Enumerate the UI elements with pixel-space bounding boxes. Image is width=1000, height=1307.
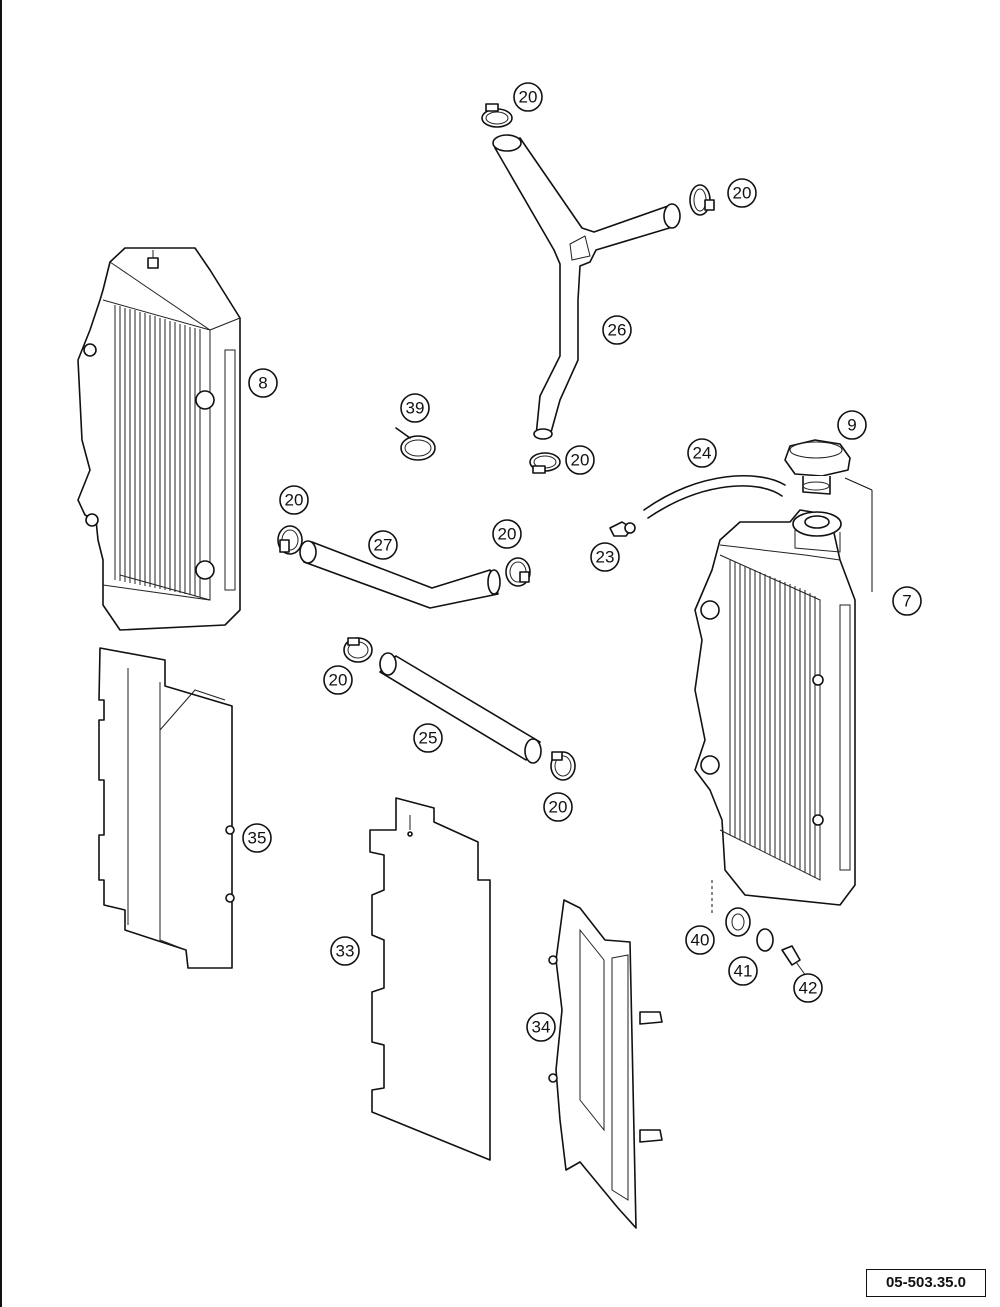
svg-text:42: 42 <box>799 979 818 998</box>
cable-tie <box>395 427 436 461</box>
callout-33: 33 <box>330 936 360 966</box>
hose-clamp-top-right <box>689 184 715 216</box>
callout-27: 27 <box>368 530 398 560</box>
right-radiator-guard <box>548 899 663 1229</box>
svg-text:39: 39 <box>406 399 425 418</box>
svg-text:20: 20 <box>733 184 752 203</box>
svg-text:24: 24 <box>693 444 712 463</box>
svg-text:33: 33 <box>336 942 355 961</box>
svg-text:40: 40 <box>691 931 710 950</box>
svg-text:26: 26 <box>608 321 627 340</box>
callout-24: 24 <box>687 438 717 468</box>
callout-8: 8 <box>248 368 278 398</box>
screw <box>781 945 807 977</box>
callout-42: 42 <box>793 973 823 1003</box>
callout-35: 35 <box>242 823 272 853</box>
callout-9: 9 <box>837 410 867 440</box>
svg-text:34: 34 <box>532 1018 551 1037</box>
callout-34: 34 <box>526 1012 556 1042</box>
callout-20-lower-left: 20 <box>323 665 353 695</box>
washer <box>756 928 774 952</box>
svg-text:20: 20 <box>285 491 304 510</box>
hose-clamp-right <box>505 557 531 587</box>
radiator-cap <box>784 439 873 592</box>
hose-clamp-top <box>481 103 513 128</box>
svg-text:8: 8 <box>258 374 267 393</box>
callout-20-right: 20 <box>492 519 522 549</box>
svg-text:27: 27 <box>374 536 393 555</box>
left-radiator <box>77 247 241 631</box>
callout-20-left: 20 <box>279 485 309 515</box>
overflow-hose <box>609 474 786 537</box>
callout-20-lower-right: 20 <box>543 792 573 822</box>
rubber-grommet <box>725 907 751 937</box>
page-edge-rule <box>0 0 2 1307</box>
upper-y-hose <box>492 134 681 440</box>
lower-hose <box>379 652 542 764</box>
callout-20-top-right: 20 <box>727 178 757 208</box>
callout-7: 7 <box>892 586 922 616</box>
svg-text:9: 9 <box>847 416 856 435</box>
hose-clamp-lower-left <box>343 637 373 663</box>
callout-26: 26 <box>602 315 632 345</box>
svg-text:41: 41 <box>734 962 753 981</box>
cross-hose <box>299 540 501 609</box>
callout-39: 39 <box>400 393 430 423</box>
callout-25: 25 <box>413 723 443 753</box>
svg-text:35: 35 <box>248 829 267 848</box>
callout-20-mid: 20 <box>565 445 595 475</box>
callout-20-top: 20 <box>513 82 543 112</box>
callout-41: 41 <box>728 956 758 986</box>
svg-text:23: 23 <box>596 548 615 567</box>
callout-23: 23 <box>590 542 620 572</box>
hose-clamp-left <box>277 525 303 555</box>
right-radiator <box>694 509 856 906</box>
left-radiator-guard <box>98 647 235 969</box>
drawing-code-label: 05-503.35.0 <box>866 1269 986 1297</box>
svg-text:20: 20 <box>498 525 517 544</box>
svg-text:20: 20 <box>571 451 590 470</box>
svg-text:25: 25 <box>419 729 438 748</box>
svg-text:7: 7 <box>902 592 911 611</box>
hose-clamp-mid <box>529 452 561 474</box>
callout-40: 40 <box>685 925 715 955</box>
svg-text:20: 20 <box>549 798 568 817</box>
hose-clamp-lower-right <box>550 751 576 781</box>
center-radiator-guard <box>369 797 491 1161</box>
svg-text:20: 20 <box>519 88 538 107</box>
svg-text:20: 20 <box>329 671 348 690</box>
